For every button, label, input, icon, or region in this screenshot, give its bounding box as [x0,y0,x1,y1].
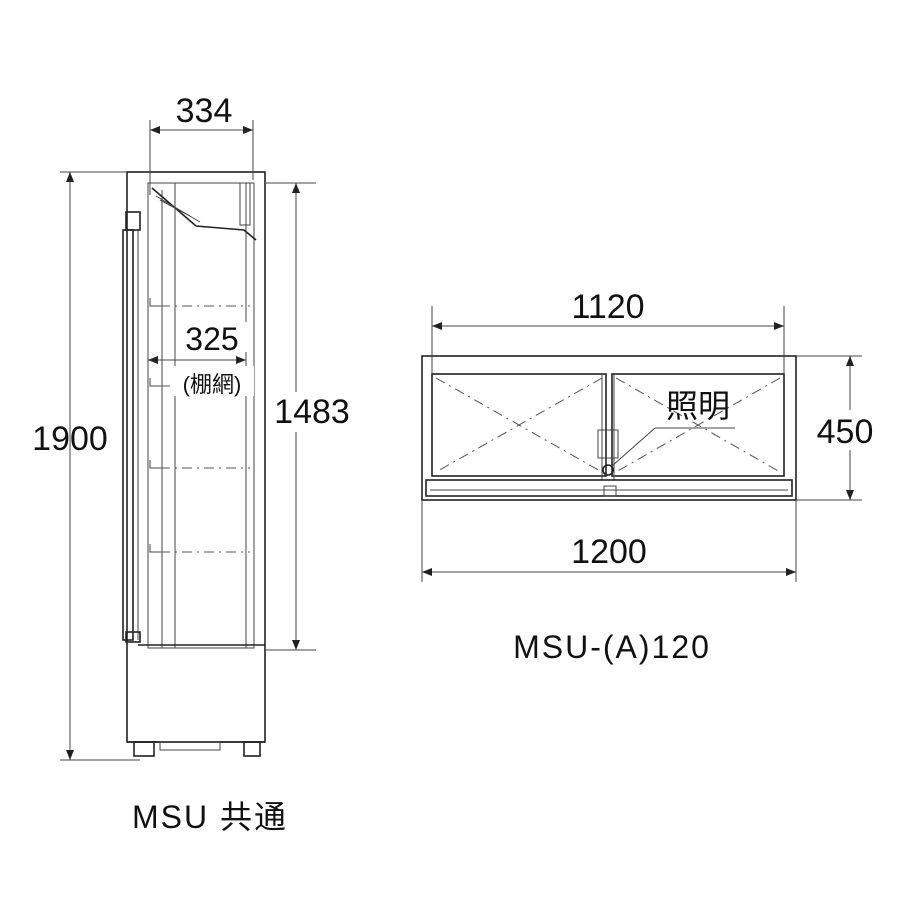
dim-325: 325 (棚網) [148,321,254,397]
dim-1120: 1120 [431,288,785,374]
lighting-fixture-lamp [602,464,614,476]
side-canopy-box [239,182,251,226]
side-height-value: 1900 [32,420,108,458]
shelf-2 [149,378,160,387]
shelf-depth-value: 325 [185,321,238,357]
right-glass-diag-2 [615,377,781,473]
bottom-rail-center [603,485,617,497]
dim-450: 450 [796,355,874,501]
dim-1483: 1483 [265,182,350,651]
foot-right [243,741,261,757]
shelf-1 [149,298,160,307]
lighting-leader [611,427,656,467]
front-view: 照明 1120 1200 450 [421,288,874,665]
shelf-net-note: (棚網) [183,372,242,397]
inner-width-value: 1120 [571,288,644,326]
side-view: 334 1900 1483 325 [32,92,350,835]
side-base [127,741,265,757]
front-right-glass [611,373,785,477]
foot-left [133,741,155,757]
side-door-frame [122,229,134,641]
front-height-value: 450 [817,413,874,451]
front-left-glass [431,373,607,477]
dim-334: 334 [149,92,254,195]
side-door-hinge-top [125,211,141,231]
dim-1900: 1900 [32,171,140,761]
lighting-label: 照明 [666,388,730,424]
outer-width-value: 1200 [571,533,647,571]
shelf-3 [149,460,160,469]
lighting-fixture-body [597,429,619,459]
door-height-value: 1483 [274,393,350,431]
front-outer-frame [421,355,797,501]
side-width-value: 334 [176,92,233,130]
side-light-fixture-2 [159,199,191,217]
dim-1200: 1200 [421,500,797,582]
side-view-caption: MSU 共通 [132,799,288,835]
shelf-4 [149,544,160,553]
left-glass-diag-2 [435,377,603,473]
side-light-fixture [155,195,201,223]
front-bottom-rail [425,479,793,497]
foot-center [159,741,221,751]
side-door-hinge-bottom [125,631,141,643]
side-inner-compartment [147,182,255,649]
front-view-caption: MSU-(A)120 [513,629,711,665]
